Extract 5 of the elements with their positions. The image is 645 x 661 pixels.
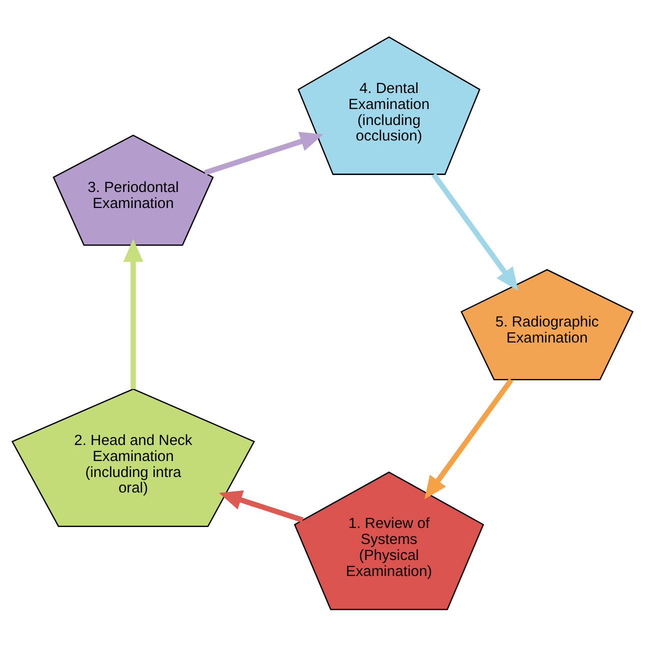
arrow <box>218 490 304 523</box>
arrow <box>204 132 324 176</box>
arrow <box>424 378 514 500</box>
arrow <box>432 172 518 291</box>
arrow <box>123 238 144 389</box>
